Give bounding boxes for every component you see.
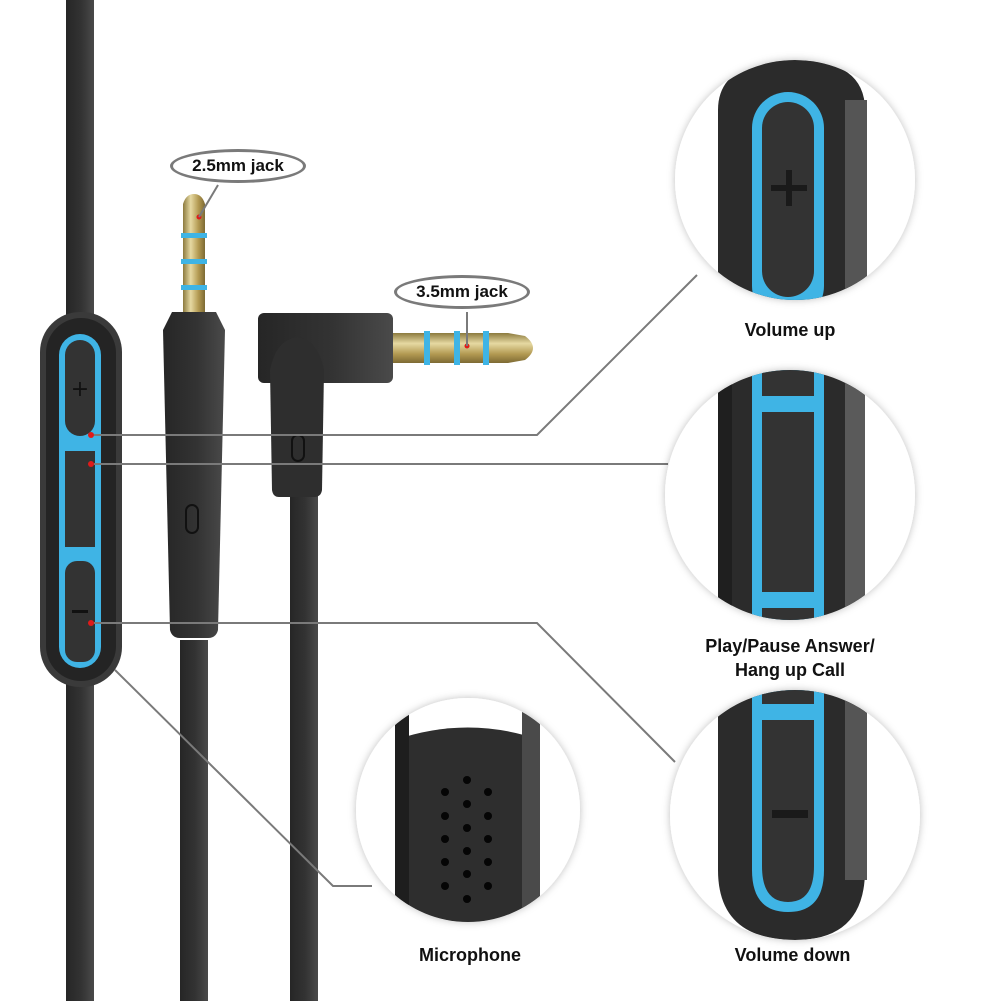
marker-play-pause xyxy=(88,461,94,467)
detail-play-pause xyxy=(665,370,915,620)
marker-volume-up xyxy=(88,432,94,438)
leader-volume-down xyxy=(94,622,676,763)
marker-volume-down xyxy=(88,620,94,626)
detail-volume-up xyxy=(675,60,915,300)
minus-icon xyxy=(72,610,88,613)
leader-2-5mm xyxy=(198,184,219,218)
callout-2-5mm-jack: 2.5mm jack xyxy=(170,149,306,183)
label-microphone: Microphone xyxy=(419,945,521,965)
leader-volume-up xyxy=(94,274,698,436)
label-volume-up: Volume up xyxy=(744,320,836,340)
inline-remote: + xyxy=(40,312,122,687)
label-volume-down: Volume down xyxy=(734,945,851,965)
plug-grip-slot xyxy=(185,504,199,534)
leader-lines xyxy=(94,184,698,887)
label-play-pause: Play/Pause Answer/ Hang up Call xyxy=(680,634,900,682)
label-3-5mm-jack: 3.5mm jack xyxy=(416,282,508,301)
plus-icon: + xyxy=(71,377,89,402)
label-2-5mm-jack: 2.5mm jack xyxy=(192,156,284,175)
microphone-holes xyxy=(441,776,492,903)
label-play-pause-line1: Play/Pause Answer/ xyxy=(705,636,875,656)
label-play-pause-line2: Hang up Call xyxy=(734,660,845,680)
plug-2-5mm xyxy=(163,194,225,1001)
detail-microphone xyxy=(356,698,580,922)
detail-volume-down xyxy=(670,690,920,940)
leader-microphone xyxy=(114,669,372,887)
callout-3-5mm-jack: 3.5mm jack xyxy=(394,275,530,309)
plug-3-5mm xyxy=(258,313,533,1001)
